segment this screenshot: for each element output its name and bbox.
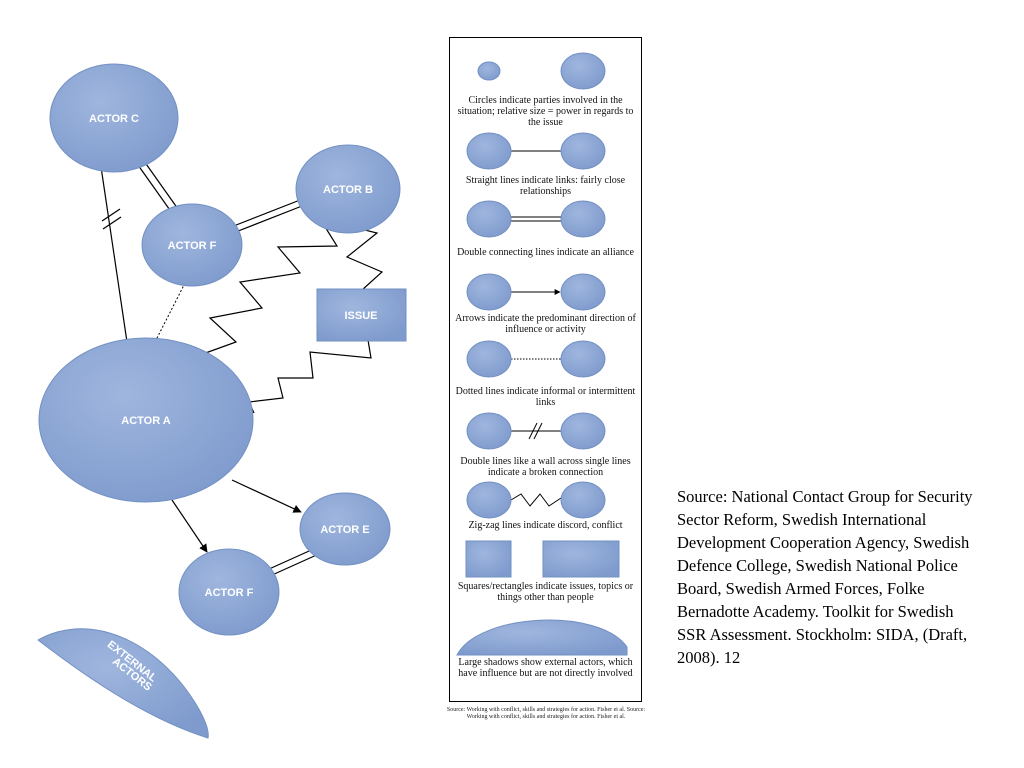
alliance-c-f-1	[137, 164, 173, 214]
link-c-a	[99, 159, 128, 343]
legend-caption-circles: Circles indicate parties involved in the…	[457, 95, 634, 128]
legend-shadow-shape	[456, 619, 628, 656]
legend-rectangle	[542, 540, 620, 578]
legend-source: Source: Working with conflict, skills an…	[446, 707, 646, 720]
legend-arrow-line	[466, 273, 606, 311]
actor-f-bottom-node: ACTOR F	[178, 548, 280, 636]
alliance-f-b-2	[227, 205, 303, 236]
actor-f-bottom-label: ACTOR F	[205, 587, 254, 599]
actor-a-label: ACTOR A	[121, 415, 171, 427]
actor-b-label: ACTOR B	[323, 184, 373, 196]
actor-b-node: ACTOR B	[295, 144, 401, 234]
arrow-a-e	[231, 479, 302, 513]
alliance-c-f-2	[143, 160, 179, 210]
legend-zigzag-line	[466, 481, 606, 519]
zigzag-b-issue	[344, 224, 384, 291]
zigzag-b-a	[199, 221, 339, 356]
break-mark-2	[102, 216, 122, 230]
external-actors-shadow: EXTERNAL ACTORS	[37, 628, 209, 739]
break-mark-1	[101, 208, 121, 222]
legend-caption-double: Double connecting lines indicate an alli…	[457, 247, 634, 258]
legend-panel	[449, 37, 642, 702]
actor-c-node: ACTOR C	[49, 63, 179, 173]
issue-label: ISSUE	[344, 310, 377, 322]
legend-small-circle	[477, 61, 501, 81]
source-citation: Source: National Contact Group for Secur…	[677, 487, 973, 667]
zigzag-issue-a	[248, 339, 372, 414]
actor-c-label: ACTOR C	[89, 113, 139, 125]
legend-double-line	[466, 200, 606, 238]
legend-caption-straight: Straight lines indicate links: fairly cl…	[465, 175, 626, 197]
actor-f-top-node: ACTOR F	[141, 203, 243, 287]
legend-caption-zigzag: Zig-zag lines indicate discord, conflict	[468, 520, 623, 531]
legend-caption-squares: Squares/rectangles indicate issues, topi…	[457, 581, 634, 603]
actor-a-node: ACTOR A	[38, 337, 254, 503]
actor-e-node: ACTOR E	[299, 492, 391, 566]
legend-square	[465, 540, 512, 578]
conflict-map: ACTOR C ACTOR B ACTOR F ISSUE ACTOR A AC…	[37, 63, 407, 739]
legend-straight-line	[466, 132, 606, 170]
actor-e-label: ACTOR E	[320, 524, 369, 536]
issue-node: ISSUE	[316, 288, 407, 342]
legend-large-circle	[560, 52, 606, 90]
arrow-a-f	[171, 499, 208, 553]
legend-caption-shadows: Large shadows show external actors, whic…	[458, 657, 633, 679]
legend-dotted-line	[466, 340, 606, 378]
actor-f-top-label: ACTOR F	[168, 240, 217, 252]
legend-caption-dotted: Dotted lines indicate informal or interm…	[455, 386, 636, 408]
alliance-f-b-1	[225, 199, 301, 230]
legend-caption-arrows: Arrows indicate the predominant directio…	[455, 313, 636, 335]
dotted-f-a	[154, 282, 186, 343]
legend-broken-line	[466, 412, 606, 450]
legend-caption-broken: Double lines like a wall across single l…	[460, 456, 631, 478]
